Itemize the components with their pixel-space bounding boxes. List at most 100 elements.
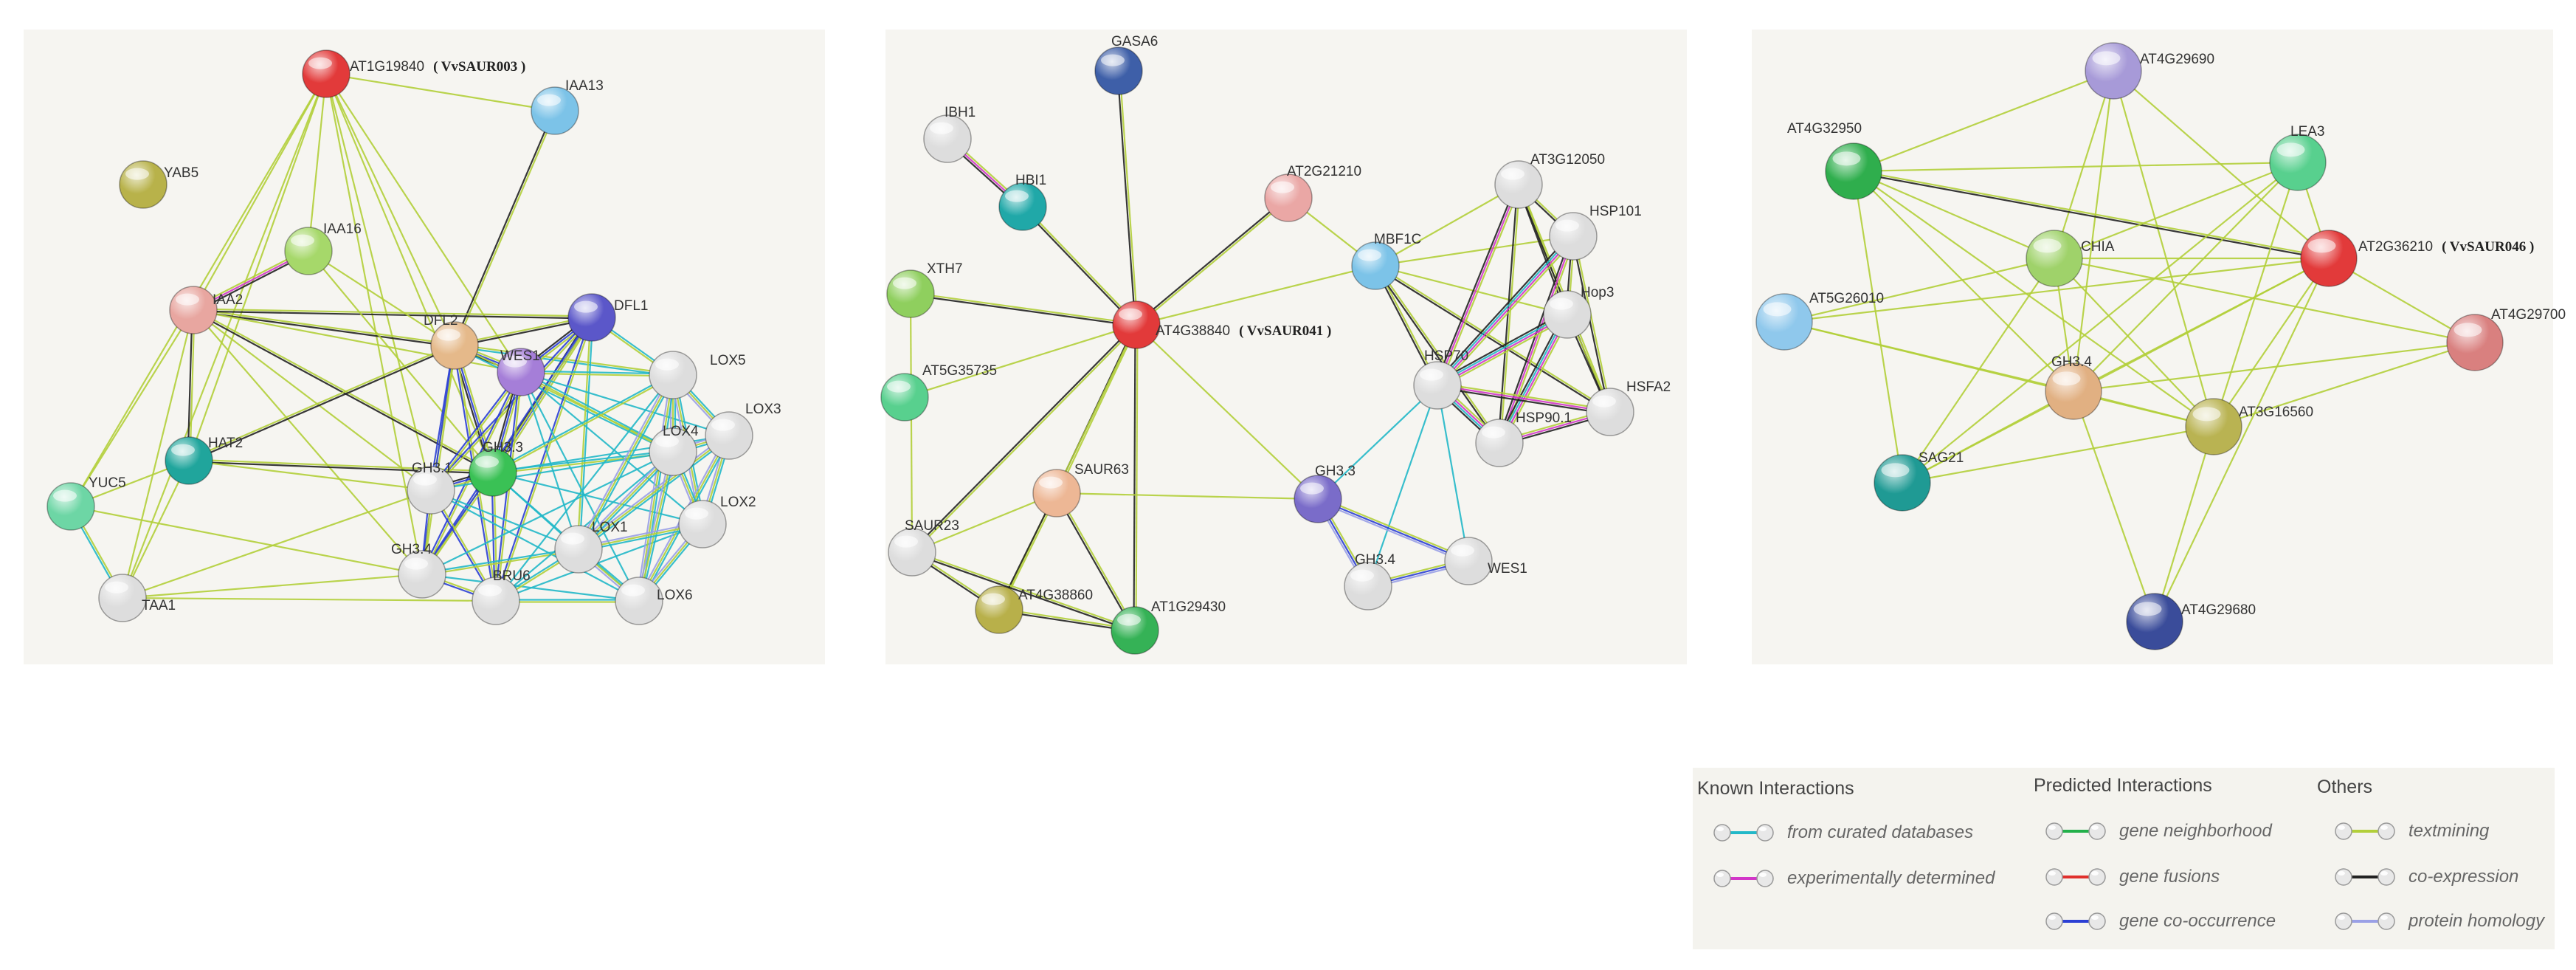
protein-node-sphere[interactable]: [615, 577, 663, 625]
protein-node-sphere[interactable]: [1112, 300, 1161, 349]
protein-node[interactable]: AT5G26010: [1755, 291, 1884, 351]
protein-node-sphere[interactable]: [1094, 47, 1143, 95]
protein-node-sphere[interactable]: [1475, 419, 1524, 467]
protein-node-sphere[interactable]: [2026, 230, 2083, 287]
protein-node-sphere[interactable]: [472, 577, 520, 625]
protein-node-sphere[interactable]: [1444, 537, 1493, 585]
protein-node[interactable]: SAUR63: [1032, 462, 1129, 517]
protein-node-sphere[interactable]: [531, 86, 579, 135]
protein-node[interactable]: GH3.3: [1294, 464, 1356, 523]
protein-node[interactable]: YUC5: [46, 475, 126, 531]
protein-node-sphere[interactable]: [46, 482, 95, 531]
protein-node-sphere[interactable]: [169, 286, 218, 334]
protein-node[interactable]: HSP90.1: [1475, 410, 1572, 467]
protein-node-sphere[interactable]: [302, 49, 351, 98]
protein-node[interactable]: MBF1C: [1351, 232, 1421, 290]
protein-node-sphere[interactable]: [1032, 469, 1081, 517]
protein-node[interactable]: HSFA2: [1586, 379, 1671, 436]
protein-node[interactable]: HSP70: [1413, 348, 1468, 410]
protein-node[interactable]: LOX4: [649, 424, 699, 476]
protein-node[interactable]: YAB5: [119, 160, 198, 209]
protein-node-sphere[interactable]: [98, 574, 147, 622]
protein-node[interactable]: BRU6: [472, 568, 531, 625]
protein-node-sphere[interactable]: [2446, 314, 2504, 371]
protein-node[interactable]: AT1G19840( VvSAUR003 ): [302, 49, 525, 98]
protein-node-sphere[interactable]: [165, 436, 213, 485]
protein-node-sphere[interactable]: [998, 182, 1047, 231]
protein-node-sphere[interactable]: [880, 373, 929, 422]
protein-node[interactable]: LOX6: [615, 577, 693, 625]
protein-node-sphere[interactable]: [975, 585, 1023, 634]
protein-node-sphere[interactable]: [119, 160, 168, 209]
interaction-edge: [911, 323, 1136, 552]
interaction-edge: [188, 459, 432, 492]
protein-node[interactable]: AT4G29690: [2085, 42, 2214, 100]
protein-node-sphere[interactable]: [888, 528, 936, 577]
protein-node[interactable]: Hop3: [1543, 285, 1614, 339]
protein-node[interactable]: HAT2: [165, 436, 243, 485]
protein-node[interactable]: AT1G29430: [1111, 599, 1226, 655]
protein-node[interactable]: AT3G16560: [2185, 398, 2313, 455]
protein-node[interactable]: SAUR23: [888, 518, 959, 577]
protein-node-sphere[interactable]: [567, 293, 616, 342]
protein-node-sphere[interactable]: [705, 411, 753, 460]
protein-node-sphere[interactable]: [2300, 230, 2358, 287]
protein-node[interactable]: GH3.4: [2045, 354, 2102, 420]
protein-node-sphere[interactable]: [1755, 293, 1813, 351]
protein-node[interactable]: LOX1: [554, 520, 628, 574]
protein-node[interactable]: HSP101: [1549, 204, 1642, 261]
protein-node-sphere[interactable]: [678, 500, 727, 548]
protein-node-sphere[interactable]: [1344, 562, 1392, 610]
protein-node[interactable]: IAA2: [169, 286, 243, 334]
protein-node-sphere[interactable]: [1264, 173, 1313, 222]
protein-node-sphere[interactable]: [1494, 160, 1543, 209]
protein-node-sphere[interactable]: [886, 269, 935, 318]
protein-node-sphere[interactable]: [1413, 361, 1462, 410]
protein-node[interactable]: LOX2: [678, 495, 756, 548]
protein-node[interactable]: AT4G29700: [2446, 307, 2566, 371]
protein-node-sphere[interactable]: [2269, 134, 2327, 191]
protein-node[interactable]: LOX5: [649, 351, 746, 399]
protein-node[interactable]: AT4G32950: [1787, 121, 1882, 200]
protein-node[interactable]: GH3.4: [391, 542, 446, 599]
protein-node-sphere[interactable]: [2045, 362, 2102, 420]
protein-node-sphere[interactable]: [2085, 42, 2142, 100]
protein-node-sphere[interactable]: [1825, 142, 1882, 200]
protein-node[interactable]: GH3.3: [469, 440, 523, 497]
protein-node[interactable]: IAA16: [284, 221, 362, 275]
protein-node[interactable]: GH3.1: [407, 461, 455, 515]
protein-node[interactable]: SAG21: [1874, 450, 1964, 512]
protein-node-sphere[interactable]: [923, 114, 972, 163]
protein-node[interactable]: TAA1: [98, 574, 176, 622]
protein-node-sphere[interactable]: [398, 550, 446, 599]
protein-node[interactable]: AT5G35735: [880, 363, 997, 422]
protein-node-sphere[interactable]: [430, 321, 479, 370]
protein-node[interactable]: WES1: [1444, 537, 1527, 585]
protein-node[interactable]: WES1: [497, 348, 545, 396]
protein-node[interactable]: GASA6: [1094, 34, 1158, 95]
protein-node-sphere[interactable]: [1294, 475, 1342, 523]
protein-node[interactable]: GH3.4: [1344, 552, 1395, 610]
protein-node[interactable]: AT2G36210( VvSAUR046 ): [2300, 230, 2534, 287]
protein-node-sphere[interactable]: [1549, 212, 1598, 261]
protein-node-sphere[interactable]: [649, 351, 697, 399]
protein-node-sphere[interactable]: [2126, 593, 2183, 650]
protein-node[interactable]: IAA13: [531, 78, 604, 135]
protein-node[interactable]: LEA3: [2269, 124, 2327, 191]
protein-node[interactable]: CHIA: [2026, 230, 2115, 287]
protein-node[interactable]: AT4G38840( VvSAUR041 ): [1112, 300, 1331, 349]
protein-node[interactable]: AT2G21210: [1264, 164, 1361, 222]
protein-node-sphere[interactable]: [1351, 241, 1400, 290]
protein-node[interactable]: XTH7: [886, 261, 963, 318]
protein-node-sphere[interactable]: [2185, 398, 2242, 455]
protein-node[interactable]: DFL2: [424, 313, 479, 370]
protein-node[interactable]: IBH1: [923, 105, 976, 163]
protein-node[interactable]: AT3G12050: [1494, 152, 1605, 209]
protein-node-sphere[interactable]: [469, 448, 517, 497]
protein-node[interactable]: DFL1: [567, 293, 648, 342]
protein-node[interactable]: HBI1: [998, 173, 1047, 231]
protein-node[interactable]: AT4G29680: [2126, 593, 2256, 650]
protein-node[interactable]: AT4G38860: [975, 585, 1093, 634]
protein-node[interactable]: LOX3: [705, 402, 781, 460]
protein-node-sphere[interactable]: [1586, 388, 1634, 436]
